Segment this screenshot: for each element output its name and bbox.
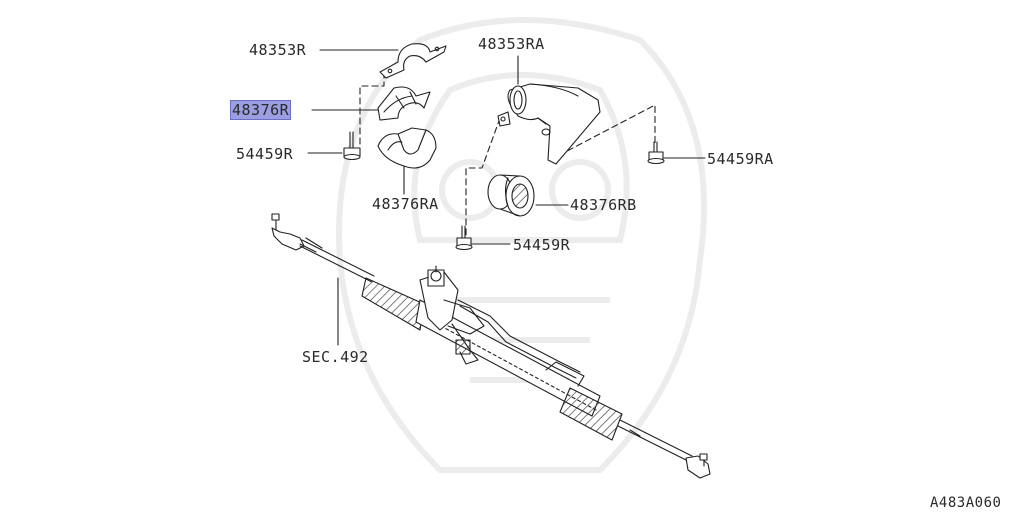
callout-48353R[interactable]: 48353R: [249, 41, 307, 59]
steering-rack-assembly: [271, 213, 711, 479]
assembly-dashed-lines: [359, 71, 656, 237]
insulator-48376RA: [377, 127, 437, 169]
callout-sec-492[interactable]: SEC.492: [302, 348, 369, 366]
bracket-48353R: [379, 43, 447, 79]
bolt-54459R-lower: [455, 225, 473, 251]
callout-54459RA[interactable]: 54459RA: [707, 150, 774, 168]
callout-48376R-highlighted[interactable]: 48376R: [230, 100, 292, 120]
bolt-54459RA: [647, 141, 665, 165]
leader-lines: [307, 49, 706, 346]
callout-48353RA[interactable]: 48353RA: [478, 35, 545, 53]
bolt-54459R-upper: [343, 131, 361, 161]
insulator-48376RB: [487, 174, 535, 217]
diagram-id: A483A060: [930, 495, 1002, 511]
callout-54459R-upper[interactable]: 54459R: [236, 145, 294, 163]
bracket-48353RA: [497, 83, 601, 165]
insulator-48376R: [377, 86, 431, 121]
callout-48376RA[interactable]: 48376RA: [372, 195, 439, 213]
callout-54459R-lower[interactable]: 54459R: [513, 236, 571, 254]
callout-48376RB[interactable]: 48376RB: [570, 196, 637, 214]
